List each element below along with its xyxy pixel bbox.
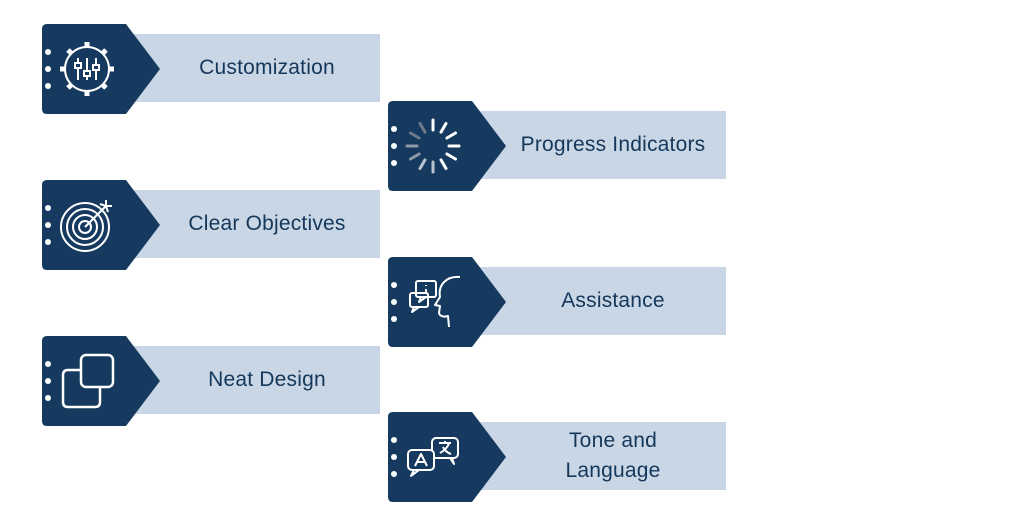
item-label: Neat Design xyxy=(208,368,326,391)
item-label: Assistance xyxy=(561,289,665,312)
item-clear-objectives: Clear Objectives xyxy=(42,180,382,270)
badge xyxy=(388,257,508,347)
target-arrow-icon xyxy=(60,200,112,252)
badge-shape xyxy=(42,336,160,426)
gear-sliders-icon xyxy=(60,42,114,96)
item-tone-and-language: Tone and Language xyxy=(388,412,728,502)
info-chat-head-icon xyxy=(409,275,461,328)
overlapping-squares-icon xyxy=(61,353,115,409)
badge xyxy=(388,412,508,502)
badge-shape xyxy=(388,101,506,191)
item-progress-indicators: Progress Indicators xyxy=(388,101,728,191)
item-label: Tone and Language xyxy=(565,429,661,482)
item-label: Customization xyxy=(199,56,335,79)
badge xyxy=(42,336,162,426)
item-assistance: Assistance xyxy=(388,257,728,347)
badge xyxy=(42,24,162,114)
item-customization: Customization xyxy=(42,24,382,114)
badge xyxy=(42,180,162,270)
translate-bubbles-icon xyxy=(407,437,459,477)
item-label: Progress Indicators xyxy=(520,133,706,156)
item-neat-design: Neat Design xyxy=(42,336,382,426)
badge xyxy=(388,101,508,191)
loading-spinner-icon xyxy=(405,118,461,174)
badge-shape xyxy=(388,257,506,347)
item-label: Clear Objectives xyxy=(188,212,346,235)
badge-shape xyxy=(42,24,160,114)
